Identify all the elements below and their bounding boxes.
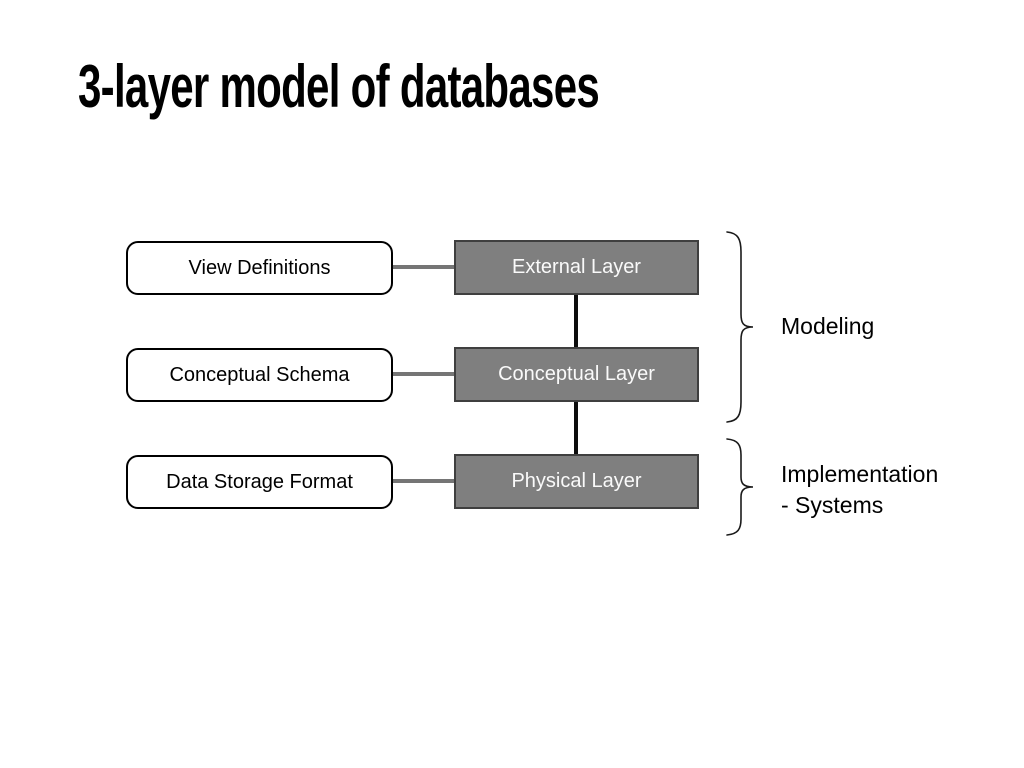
layer-box-label: Physical Layer	[511, 470, 642, 492]
conceptual-layer-box: Conceptual Layer	[454, 347, 699, 402]
modeling-label: Modeling	[781, 313, 874, 340]
physical-layer-box: Physical Layer	[454, 454, 699, 509]
connector-line-row1	[390, 265, 456, 269]
data-storage-format-box: Data Storage Format	[126, 455, 393, 509]
curly-brace-right-icon	[726, 438, 754, 536]
modeling-label-text: Modeling	[781, 313, 875, 339]
slide-title: 3-layer model of databases	[78, 53, 600, 120]
external-layer-box: External Layer	[454, 240, 699, 295]
connector-line-row3	[390, 479, 456, 483]
source-box-label: View Definitions	[188, 256, 331, 279]
implementation-label-line2: - Systems	[781, 492, 884, 518]
implementation-label-line1: Implementation	[781, 461, 939, 487]
source-box-label: Data Storage Format	[166, 470, 353, 493]
conceptual-schema-box: Conceptual Schema	[126, 348, 393, 402]
connector-line-row2	[390, 372, 456, 376]
implementation-systems-label: Implementation - Systems	[781, 459, 938, 521]
source-box-label: Conceptual Schema	[169, 363, 350, 386]
curly-brace-right-icon	[726, 231, 754, 423]
layer-box-label: External Layer	[512, 256, 641, 278]
view-definitions-box: View Definitions	[126, 241, 393, 295]
layer-box-label: Conceptual Layer	[498, 363, 655, 385]
